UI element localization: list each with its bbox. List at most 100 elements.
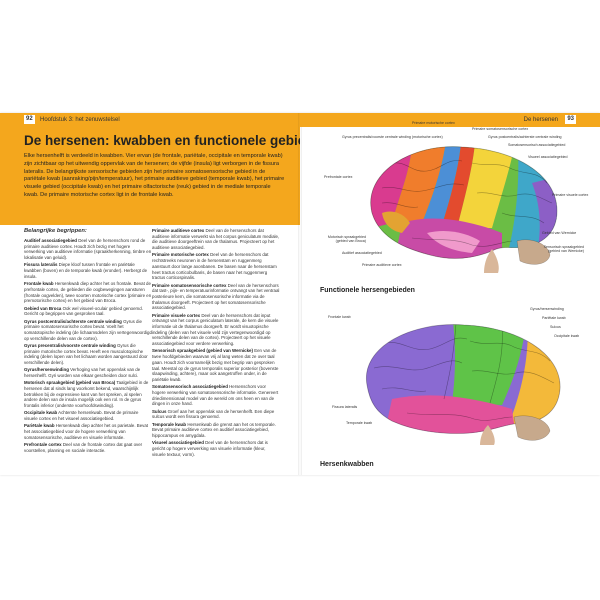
glossary-definition: Hersenkwab diep achter het os frontale. … <box>24 281 152 304</box>
fig1-label-prefrontal: Prefrontale cortex <box>324 175 353 179</box>
glossary-term: Sulcus <box>152 408 167 414</box>
glossary-term: Gyrus postcentralis/achterste centrale w… <box>24 318 122 324</box>
fig2-label-occipital: Occipitale kwab <box>554 334 580 338</box>
glossary-entry: Somatosensorisch associatiegebied Hersen… <box>152 384 280 407</box>
glossary-definition: Gyrus die primaire motorische cortex bev… <box>24 342 148 366</box>
glossary-term: Gyrus precentralis/voorste centrale wind… <box>24 342 116 348</box>
right-page: De hersenen 93 <box>300 113 600 475</box>
glossary-definition: Een van de twee hoofdgebieden waarvan vr… <box>152 348 279 382</box>
glossary-term: Primaire motorische cortex <box>152 252 209 258</box>
glossary-term: Occipitale kwab <box>24 410 58 416</box>
running-header-right <box>300 113 600 127</box>
fig1-label-somato-assoc: Somatosensorisch associatiegebied <box>508 143 566 147</box>
running-header-left <box>0 113 300 127</box>
glossary-term: Prefrontale cortex <box>24 442 62 448</box>
page-number-left: 92 <box>24 115 35 124</box>
glossary-term: Gebied van Broca <box>24 305 62 311</box>
keywords-heading: Belangrijke begrippen: <box>24 228 87 234</box>
glossary-definition: Diepe kloof tussen frontale en pariëtale… <box>24 262 148 279</box>
glossary-entry: Temporale kwab Hersenkwab die grenst aan… <box>152 422 280 439</box>
fig1-label-broca: Motorisch spraakgebied (gebied van Broca… <box>327 235 366 244</box>
glossary-definition: Verhoging van het oppervlak van de herse… <box>24 367 141 379</box>
glossary-term: Somatosensorisch associatiegebied <box>152 384 228 390</box>
glossary-entry: Gyrus/hersenwinding Verhoging van het op… <box>24 367 152 378</box>
glossary-entry: Sulcus Groef aan het oppervlak van de he… <box>152 409 280 420</box>
glossary-term: Primaire visuele cortex <box>152 312 201 318</box>
glossary-entry: Primaire auditieve cortex Deel van de he… <box>152 228 280 251</box>
fig2-label-lateral-fissure: Fissura lateralis <box>332 405 358 409</box>
fig2-label-parietal: Pariëtale kwab <box>542 316 566 320</box>
glossary-definition: Groef aan het oppervlak van de hersenhel… <box>152 408 275 420</box>
brain-lobes-illustration <box>366 324 561 445</box>
glossary-column-2: Primaire auditieve cortex Deel van de he… <box>152 228 280 459</box>
glossary-entry: Primaire visuele cortex Deel van de hers… <box>152 313 280 347</box>
glossary-definition: Deel van de hersenschors dat input ontva… <box>152 312 279 347</box>
glossary-term: Sensorisch spraakgebied (gebied van Wern… <box>152 348 253 354</box>
glossary-definition: Hersenkwab diep achter het os parietale.… <box>24 423 149 440</box>
glossary-definition: Achterste hersenkwab. Bevat de primaire … <box>24 410 139 422</box>
glossary-definition: Deel van de hersenschors rond de primair… <box>24 238 152 261</box>
fig1-label-visual-assoc: Visueel associatiegebied <box>528 155 568 159</box>
title-box <box>0 127 300 225</box>
glossary-term: Frontale kwab <box>24 281 54 287</box>
glossary-entry: Gyrus precentralis/voorste centrale wind… <box>24 343 152 366</box>
glossary-entry: Gyrus postcentralis/achterste centrale w… <box>24 319 152 342</box>
glossary-column-1: Belangrijke begrippen: Auditief associat… <box>24 228 152 455</box>
glossary-term: Motorisch spraakgebied (gebied van Broca… <box>24 380 116 386</box>
glossary-entry: Auditief associatiegebied Deel van de he… <box>24 238 152 261</box>
fig1-label-auditory-assoc: Auditief associatiegebied <box>342 251 382 255</box>
fig2-label-frontal: Frontale kwab <box>328 315 351 319</box>
glossary-term: Gyrus/hersenwinding <box>24 367 69 373</box>
glossary-definition: Deel van de hersenschors dat auditieve i… <box>152 228 280 251</box>
figure2-title: Hersenkwabben <box>320 461 374 468</box>
book-spread: 92 Hoofdstuk 3: het zenuwstelsel De hers… <box>0 113 600 475</box>
glossary-entry: Gebied van Broca Ook wel visueel-oculair… <box>24 306 152 317</box>
glossary-term: Auditief associatiegebied <box>24 238 77 243</box>
page-number-right: 93 <box>565 115 576 124</box>
glossary-entry: Prefrontale cortex Deel van de frontale … <box>24 442 152 453</box>
page-title: De hersenen: kwabben en functionele gebi… <box>24 133 300 148</box>
glossary-definition: Deel van de hersenschors dat tast-, pijn… <box>152 282 280 311</box>
glossary-term: Visueel associatiegebied <box>152 440 204 446</box>
functional-brain-illustration <box>370 146 558 273</box>
glossary-definition: Deel van de hersenschors dat rechtstreek… <box>152 252 277 281</box>
glossary-entry: Motorisch spraakgebied (gebied van Broca… <box>24 380 152 409</box>
chapter-title: Hoofdstuk 3: het zenuwstelsel <box>40 117 120 123</box>
glossary-definition: Deel van de frontale cortex dat gaat ove… <box>24 442 143 453</box>
glossary-entries-2: Primaire auditieve cortex Deel van de he… <box>152 228 280 457</box>
fig2-label-temporal: Temporale kwab <box>346 421 373 425</box>
glossary-entry: Fissura lateralis Diepe kloof tussen fro… <box>24 262 152 279</box>
fig1-label-somatosensory: Primaire somatosensorische cortex <box>472 127 529 131</box>
figure1-title: Functionele hersengebieden <box>320 287 415 294</box>
glossary-term: Pariëtale kwab <box>24 423 55 429</box>
functional-brain-figure: Gyrus precentralis/voorste centrale wind… <box>324 121 588 273</box>
chapter-title-right: De hersenen <box>523 117 558 123</box>
fig1-label-sensory-speech: Sensorisch spraakgebied (gebied van Wern… <box>543 245 584 254</box>
intro-paragraph: Elke hersenhelft is verdeeld in kwabben.… <box>24 153 285 198</box>
brain-lobes-figure: Frontale kwab Gyrus/hersenwinding Pariët… <box>328 307 579 445</box>
glossary-term: Temporale kwab <box>152 421 187 427</box>
glossary-entry: Frontale kwab Hersenkwab diep achter het… <box>24 281 152 304</box>
glossary-entry: Occipitale kwab Achterste hersenkwab. Be… <box>24 410 152 421</box>
glossary-definition: Ook wel visueel-oculair gebied genoemd. … <box>24 305 143 317</box>
fig1-label-wernicke: Gebied van Wernicke <box>542 231 577 235</box>
glossary-entry: Primaire somatosensorische cortex Deel v… <box>152 283 280 312</box>
glossary-entry: Sensorisch spraakgebied (gebied van Wern… <box>152 348 280 382</box>
glossary-definition: Hersenschors voor hogere verwerking van … <box>152 384 279 407</box>
glossary-term: Primaire auditieve cortex <box>152 228 205 233</box>
glossary-definition: Gyrus die primaire somatosensorische cor… <box>24 318 152 341</box>
fig1-label-precentral: Gyrus precentralis/voorste centrale wind… <box>342 135 443 139</box>
fig1-label-postcentral: Gyrus postcentralis/achterste centrale w… <box>488 135 562 139</box>
fig2-label-gyrus: Gyrus/hersenwinding <box>530 307 564 311</box>
fig1-label-motor-cortex: Primaire motorische cortex <box>412 121 455 125</box>
glossary-term: Fissura lateralis <box>24 262 58 268</box>
book-gutter <box>298 113 302 475</box>
glossary-entries-1: Auditief associatiegebied Deel van de he… <box>24 238 152 454</box>
glossary-definition: Deel van de hersenschors dat is gericht … <box>152 440 268 457</box>
glossary-entry: Visueel associatiegebied Deel van de her… <box>152 440 280 457</box>
glossary-definition: Taalgebied in de hersenen dat al sinds l… <box>24 380 149 409</box>
glossary-entry: Pariëtale kwab Hersenkwab diep achter he… <box>24 423 152 440</box>
fig2-label-sulcus: Sulcus <box>550 325 561 329</box>
left-page: 92 Hoofdstuk 3: het zenuwstelsel De hers… <box>0 113 300 475</box>
glossary-entry: Primaire motorische cortex Deel van de h… <box>152 252 280 281</box>
